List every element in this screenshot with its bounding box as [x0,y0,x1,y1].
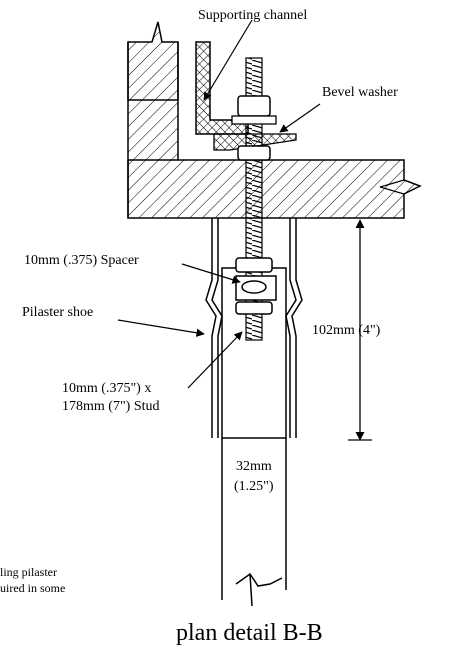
bevel-washer-label: Bevel washer [322,85,398,100]
note-line2: uired in some [0,581,65,595]
stud-label-line1: 10mm (.375") x [62,381,151,396]
supporting-channel-label: Supporting channel [198,8,307,23]
width-label-line2: (1.25") [234,479,274,494]
drawing-title: plan detail B-B [176,620,323,646]
top-nut [231,95,277,161]
note-line1: ling pilaster [0,565,57,579]
pilaster-shoe-label: Pilaster shoe [22,305,93,320]
spacer-bracket [221,257,287,439]
spacer-label: 10mm (.375) Spacer [24,253,139,268]
headrail-slab [127,159,422,219]
pilaster [221,438,287,607]
height-dimension-label: 102mm (4") [312,323,381,338]
leader-lines [117,19,321,389]
width-label-line1: 32mm [236,459,272,474]
stud-label-line2: 178mm (7") Stud [62,399,160,414]
pilaster-shoe [205,218,303,438]
wall-section [127,21,179,218]
height-dimension [348,219,372,441]
